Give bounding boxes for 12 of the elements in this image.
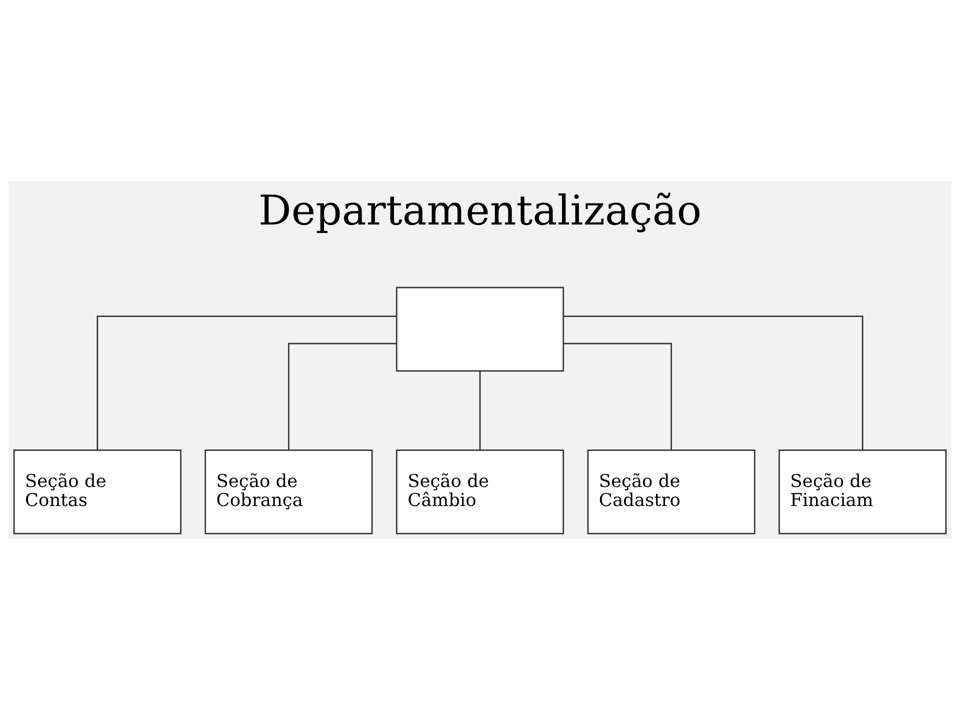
node-box: Seção de Contas	[13, 450, 182, 534]
connector	[564, 342, 672, 450]
connector	[564, 316, 864, 450]
node-box: Seção de Finaciam	[778, 450, 947, 534]
node-box: Seção de Câmbio	[396, 450, 564, 534]
connector	[288, 342, 396, 450]
connector	[96, 316, 396, 450]
diagram-title: Departamentalização	[258, 186, 702, 235]
connector	[479, 371, 481, 450]
node-box: Seção de Cadastro	[587, 450, 756, 534]
node-box: Seção de Cobrança	[204, 450, 373, 534]
node-box	[396, 286, 564, 372]
